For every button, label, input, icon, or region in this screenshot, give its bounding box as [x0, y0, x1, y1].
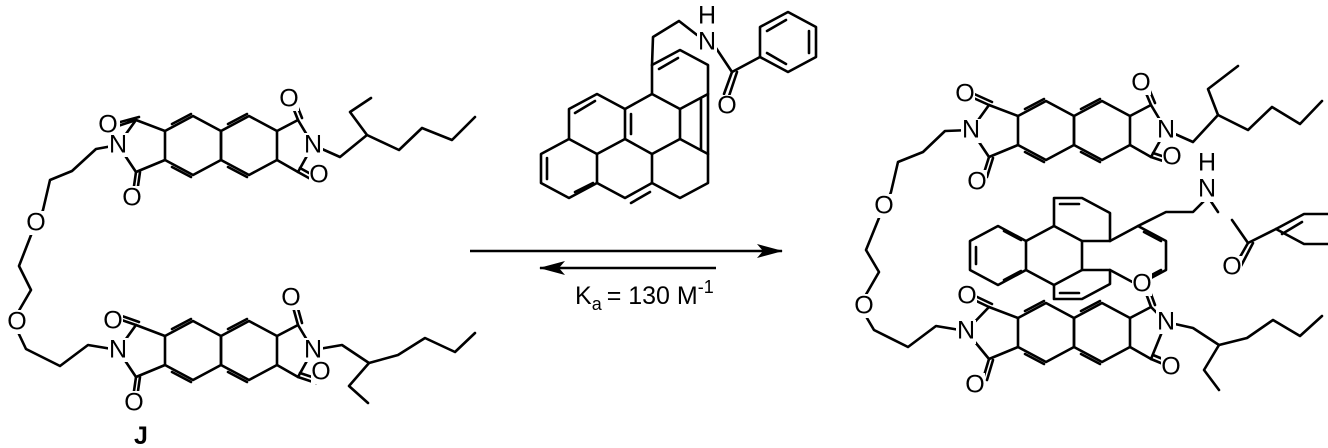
- equilibrium-arrows: Ka= 130 M-1: [470, 244, 783, 314]
- atom-oxygen: O: [311, 358, 330, 386]
- compound-label: J: [134, 422, 148, 448]
- atom-nitrogen: N: [1157, 116, 1175, 144]
- atom-oxygen: O: [957, 282, 976, 310]
- atom-oxygen: O: [103, 307, 122, 335]
- atom-oxygen: O: [1222, 253, 1241, 281]
- host-guest-complex-structure: N H O O N O O N O O O O N O O N O: [854, 64, 1328, 399]
- binding-constant-label: Ka= 130 M-1: [575, 277, 714, 314]
- complex-upper-naphthalenediimide: [967, 82, 1173, 179]
- atom-nitrogen: N: [109, 131, 127, 159]
- complex-pyrene-guest: N H O: [968, 149, 1328, 301]
- atom-hydrogen: H: [698, 2, 716, 30]
- pyrene-amide-guest: N H O: [539, 2, 818, 205]
- atom-oxygen: O: [98, 111, 117, 139]
- atom-oxygen: O: [874, 192, 893, 220]
- atom-oxygen: O: [1162, 143, 1181, 171]
- atom-oxygen: O: [7, 308, 26, 336]
- atom-oxygen: O: [717, 92, 736, 120]
- atom-oxygen: O: [1132, 270, 1151, 298]
- ka-symbol: K: [575, 282, 592, 310]
- atom-oxygen: O: [122, 184, 141, 212]
- atom-oxygen: O: [26, 209, 45, 237]
- atom-hydrogen: H: [1198, 149, 1216, 177]
- ka-subscript: a: [592, 294, 603, 314]
- atom-nitrogen: N: [1157, 308, 1175, 336]
- atom-nitrogen: N: [957, 317, 975, 345]
- atom-oxygen: O: [1161, 353, 1180, 381]
- atom-nitrogen: N: [109, 336, 127, 364]
- atom-oxygen: O: [854, 292, 873, 320]
- atom-nitrogen: N: [304, 131, 322, 159]
- ka-exponent: -1: [698, 277, 714, 297]
- compound-j-structure: O N O O N O O O O N O O N O J: [7, 85, 477, 448]
- atom-oxygen: O: [279, 85, 298, 113]
- lower-naphthalenediimide: [114, 303, 320, 400]
- atom-oxygen: O: [124, 389, 143, 417]
- atom-oxygen: O: [281, 284, 300, 312]
- atom-nitrogen: N: [1198, 175, 1216, 203]
- atom-oxygen: O: [955, 80, 974, 108]
- atom-nitrogen: N: [962, 116, 980, 144]
- atom-oxygen: O: [965, 371, 984, 399]
- ka-value: = 130 M: [607, 282, 698, 310]
- atom-nitrogen: N: [698, 28, 716, 56]
- atom-oxygen: O: [967, 168, 986, 196]
- atom-oxygen: O: [1131, 69, 1150, 97]
- atom-oxygen: O: [309, 161, 328, 189]
- atom-nitrogen: N: [304, 336, 322, 364]
